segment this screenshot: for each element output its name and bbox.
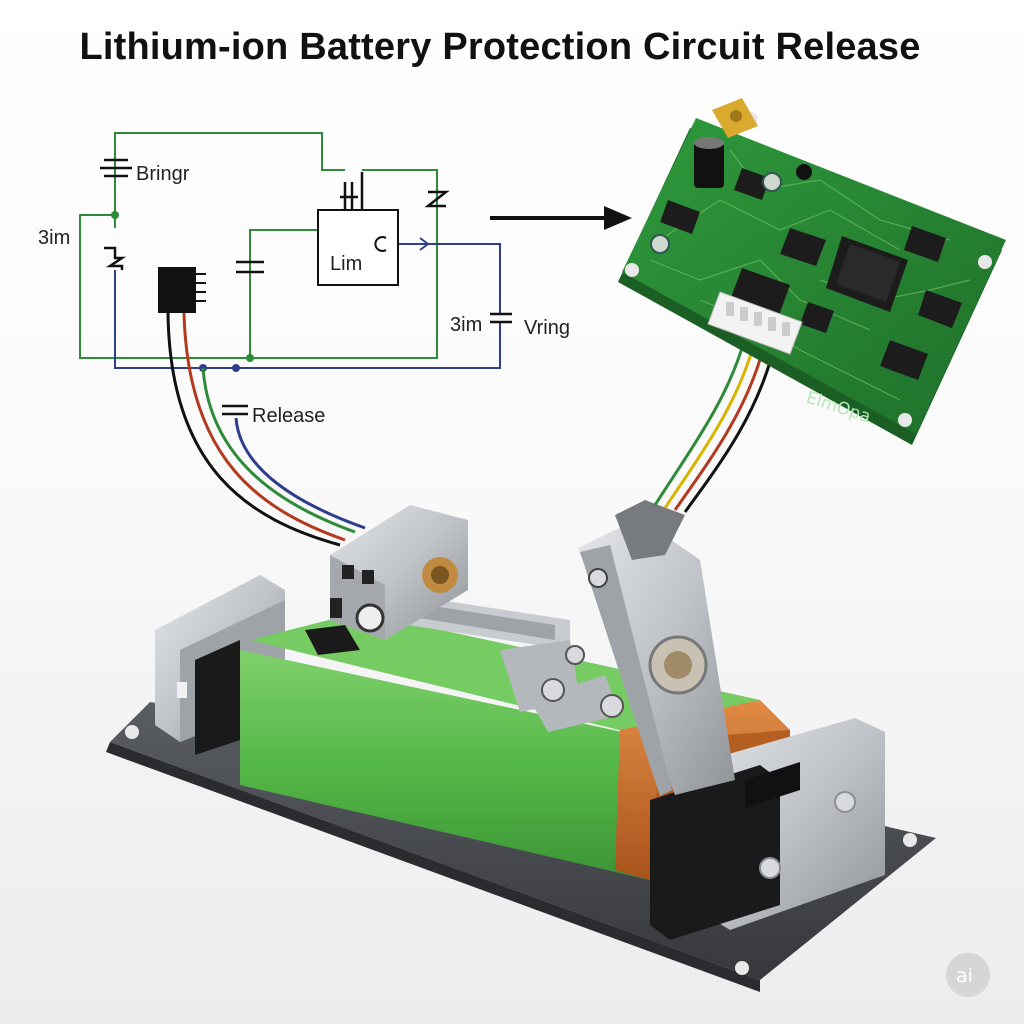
limiter-symbol [374, 236, 387, 252]
ic-chip-icon [158, 267, 206, 313]
schematic-arrow-blue [419, 237, 430, 251]
junction-dot [111, 211, 119, 219]
junction-dot [246, 354, 254, 362]
capacitor-icon [222, 404, 248, 416]
pcb-mcu-chip [826, 236, 908, 312]
battery-symbol [100, 158, 132, 178]
watermark-text: ai [956, 965, 973, 987]
pcb-board: ElmOpa [618, 98, 1006, 445]
schematic-wire-blue-top [378, 243, 501, 314]
label-left-side: 3im [38, 227, 70, 249]
schematic [79, 132, 512, 416]
zener-diode-icon [424, 190, 450, 208]
schematic-wire-green-inner [249, 229, 318, 358]
capacitor-icon [236, 260, 264, 274]
pcb-connector [707, 291, 803, 355]
zener-diode-icon [104, 246, 127, 270]
junction-dot [232, 364, 240, 372]
label-box: Lim [330, 253, 362, 275]
pcb-capacitor [694, 137, 724, 188]
wire-harness-left [166, 312, 366, 547]
ai-watermark: ai [946, 953, 990, 997]
label-capacitor-b: Vring [524, 317, 570, 339]
label-release: Release [252, 405, 325, 427]
arrow-right-icon [490, 206, 632, 230]
switch-carriage [305, 505, 468, 655]
limiter-box [317, 209, 399, 286]
schematic-wire-blue-loop [114, 270, 501, 369]
page-title: Lithium-ion Battery Protection Circuit R… [79, 26, 921, 68]
schematic-wire-green-top [79, 169, 438, 359]
battery-holder-right [650, 718, 885, 940]
label-battery: Bringr [136, 163, 190, 185]
capacitor-icon [490, 312, 512, 324]
transistor-symbol [340, 172, 364, 214]
label-capacitor-a: 3im [450, 314, 482, 336]
schematic-wire-green-outer [114, 132, 345, 228]
release-lever [530, 500, 735, 796]
pcb-trimmer [712, 98, 758, 138]
wire-harness-right [653, 337, 777, 513]
